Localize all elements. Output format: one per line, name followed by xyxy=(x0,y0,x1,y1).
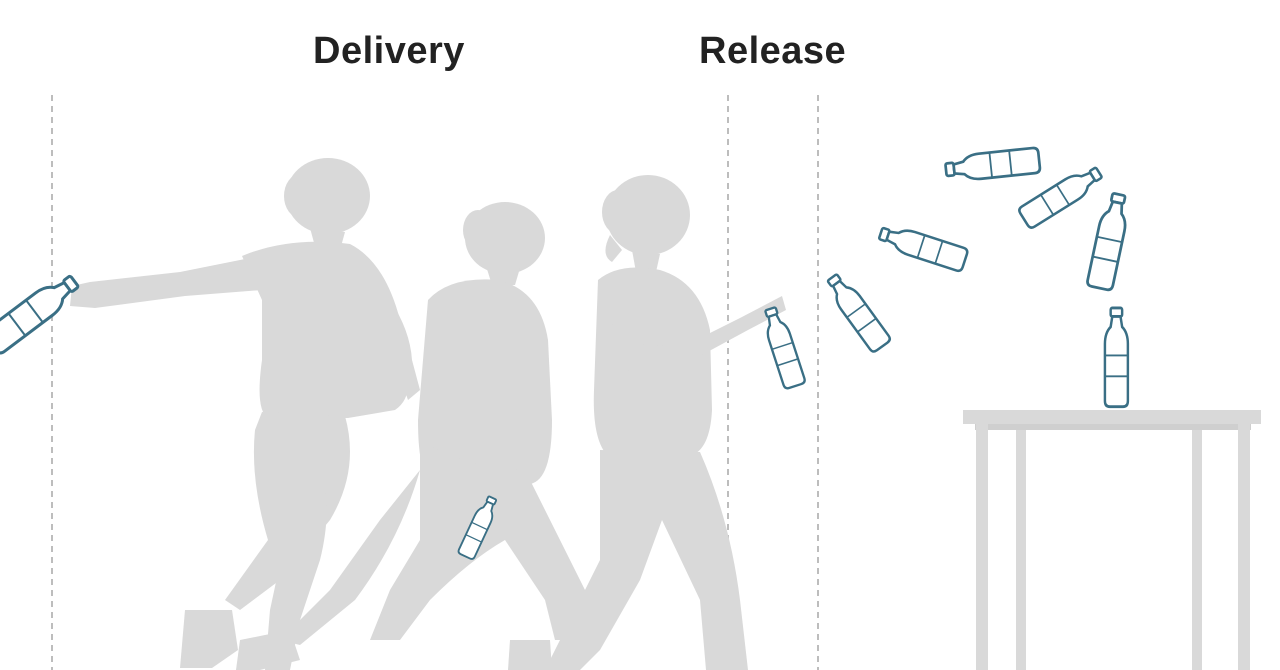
phase-label-release: Release xyxy=(699,30,847,72)
water-bottle-icon xyxy=(943,146,1042,184)
person-silhouette-icon xyxy=(236,202,590,670)
water-bottle-icon xyxy=(1085,190,1134,293)
water-bottle-icon xyxy=(821,269,893,355)
water-bottle-icon xyxy=(875,220,970,274)
phase-label-delivery: Delivery xyxy=(313,30,465,72)
water-bottle-icon xyxy=(1103,306,1130,409)
person-silhouette-icon xyxy=(70,158,420,670)
person-silhouette-icon xyxy=(545,175,786,670)
table-icon xyxy=(963,410,1261,670)
water-bottle-icon xyxy=(0,268,85,357)
